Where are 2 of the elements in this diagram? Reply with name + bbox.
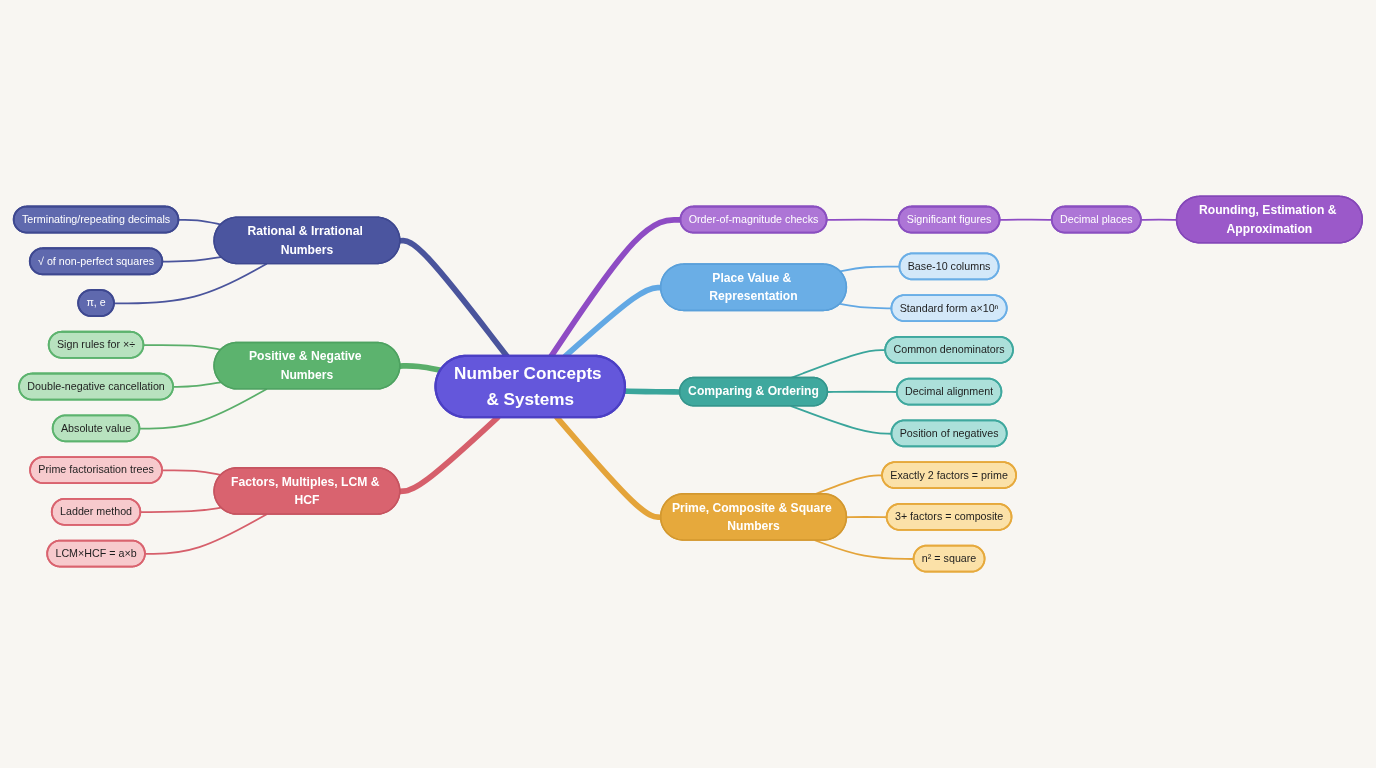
- connector: [144, 513, 268, 555]
- connector: [113, 263, 268, 305]
